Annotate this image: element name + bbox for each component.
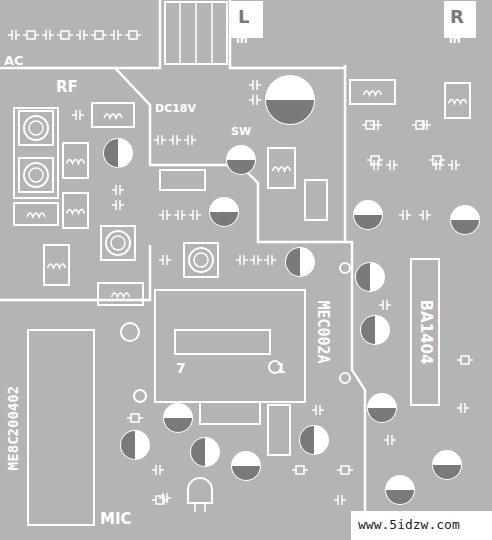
connector-label: in bbox=[236, 34, 248, 45]
switch-label: SW bbox=[231, 126, 251, 137]
net-label: AC bbox=[4, 54, 24, 67]
module-part-number: MEC002A bbox=[315, 300, 330, 363]
input-connector: Lin bbox=[232, 2, 345, 66]
connector-label: L bbox=[238, 8, 249, 26]
pin-number: 1 bbox=[276, 361, 286, 375]
board-id: ME8C200402 bbox=[6, 386, 20, 470]
watermark: www.5idzw.com bbox=[358, 518, 460, 531]
input-connector: Rin bbox=[345, 2, 492, 66]
ic-part-number: BA1404 bbox=[418, 300, 433, 365]
section-label: RF bbox=[56, 80, 78, 95]
ic-outline: BA1404 bbox=[410, 258, 440, 406]
pin-number: 7 bbox=[176, 361, 186, 375]
connector-label: in bbox=[449, 34, 461, 45]
voltage-label: DC18V bbox=[155, 103, 196, 114]
connector-label: R bbox=[450, 8, 464, 26]
section-label: MIC bbox=[100, 512, 132, 527]
